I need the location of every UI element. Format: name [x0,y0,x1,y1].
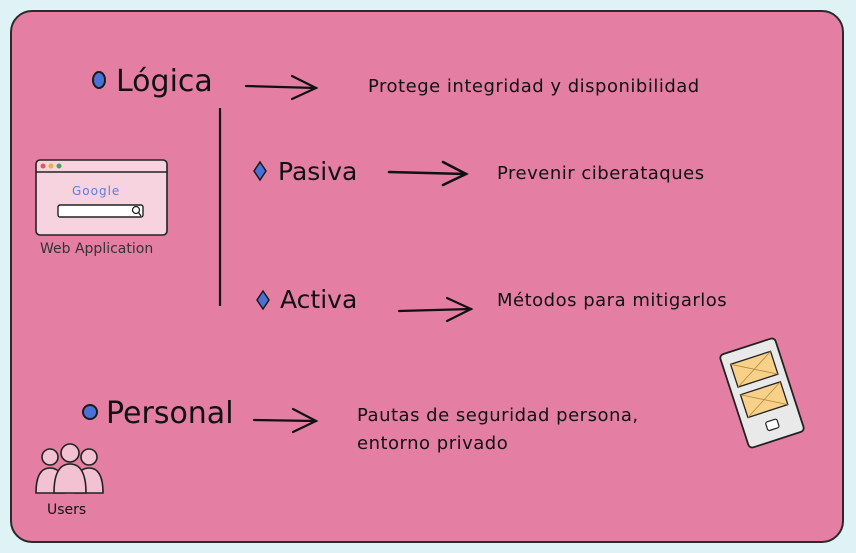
users-group-icon [35,443,104,494]
activa-bullet-icon [256,289,270,311]
node-pasiva-desc: Prevenir ciberataques [497,163,705,184]
node-logica-desc: Protege integridad y disponibilidad [368,76,700,97]
browser-window-icon [35,159,168,236]
personal-bullet-icon [82,404,98,420]
node-personal: Personal [106,396,234,431]
tablet-icon [719,337,805,449]
node-personal-desc-line2: entorno privado [357,433,509,454]
logica-arrow-icon [244,74,319,101]
web-app-caption: Web Application [40,241,154,257]
node-logica: Lógica [116,64,213,99]
pasiva-arrow-icon [387,160,469,187]
users-caption: Users [47,502,87,518]
board-background [10,10,844,543]
node-activa: Activa [280,285,358,314]
node-activa-desc: Métodos para mitigarlos [497,290,728,311]
pasiva-bullet-icon [253,160,267,182]
logica-bullet-icon [92,71,106,89]
node-personal-desc-line1: Pautas de seguridad persona, [357,405,639,426]
activa-arrow-icon [397,296,474,323]
personal-arrow-icon [252,407,319,434]
web-app-search-logo: Google [72,184,121,198]
node-pasiva: Pasiva [278,157,358,186]
